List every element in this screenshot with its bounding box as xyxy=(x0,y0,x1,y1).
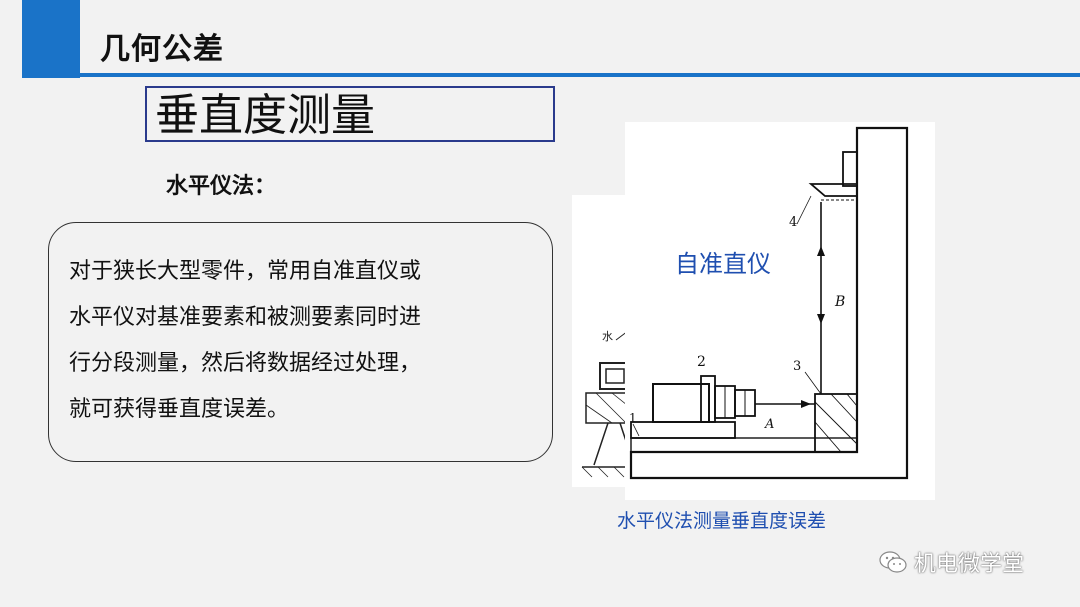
description-line: 对于狭长大型零件，常用自准直仪或 xyxy=(69,259,422,284)
watermark: 机电微学堂 xyxy=(878,546,1024,578)
back-callout: 水 xyxy=(602,330,613,343)
header-divider xyxy=(80,73,1080,77)
callout-a: A xyxy=(764,417,774,432)
autocollimator-drawing: 1 2 3 4 A B xyxy=(629,126,909,480)
description-line: 行分段测量，然后将数据经过处理， xyxy=(69,351,422,376)
description-box: 对于狭长大型零件，常用自准直仪或 水平仪对基准要素和被测要素同时进 行分段测量，… xyxy=(48,222,553,462)
page-title: 几何公差 xyxy=(100,32,224,67)
callout-2: 2 xyxy=(697,354,706,370)
callout-4: 4 xyxy=(789,215,797,230)
callout-b: B xyxy=(834,294,845,310)
section-title: 垂直度测量 xyxy=(155,90,375,141)
description-line: 水平仪对基准要素和被测要素同时进 xyxy=(69,305,422,330)
method-label: 水平仪法： xyxy=(166,174,277,199)
wechat-icon xyxy=(879,551,907,573)
autocollimator-figure: 1 2 3 4 A B xyxy=(625,122,935,500)
header-accent-block xyxy=(22,0,80,78)
callout-3: 3 xyxy=(793,359,801,374)
figure-caption: 水平仪法测量垂直度误差 xyxy=(617,510,827,532)
description-line: 就可获得垂直度误差。 xyxy=(69,397,290,422)
callout-1: 1 xyxy=(629,411,637,425)
figure-overlay-label: 自准直仪 xyxy=(675,250,771,278)
section-title-box: 垂直度测量 xyxy=(145,86,555,142)
description-text: 对于狭长大型零件，常用自准直仪或 水平仪对基准要素和被测要素同时进 行分段测量，… xyxy=(69,249,539,433)
watermark-text: 机电微学堂 xyxy=(914,552,1025,577)
